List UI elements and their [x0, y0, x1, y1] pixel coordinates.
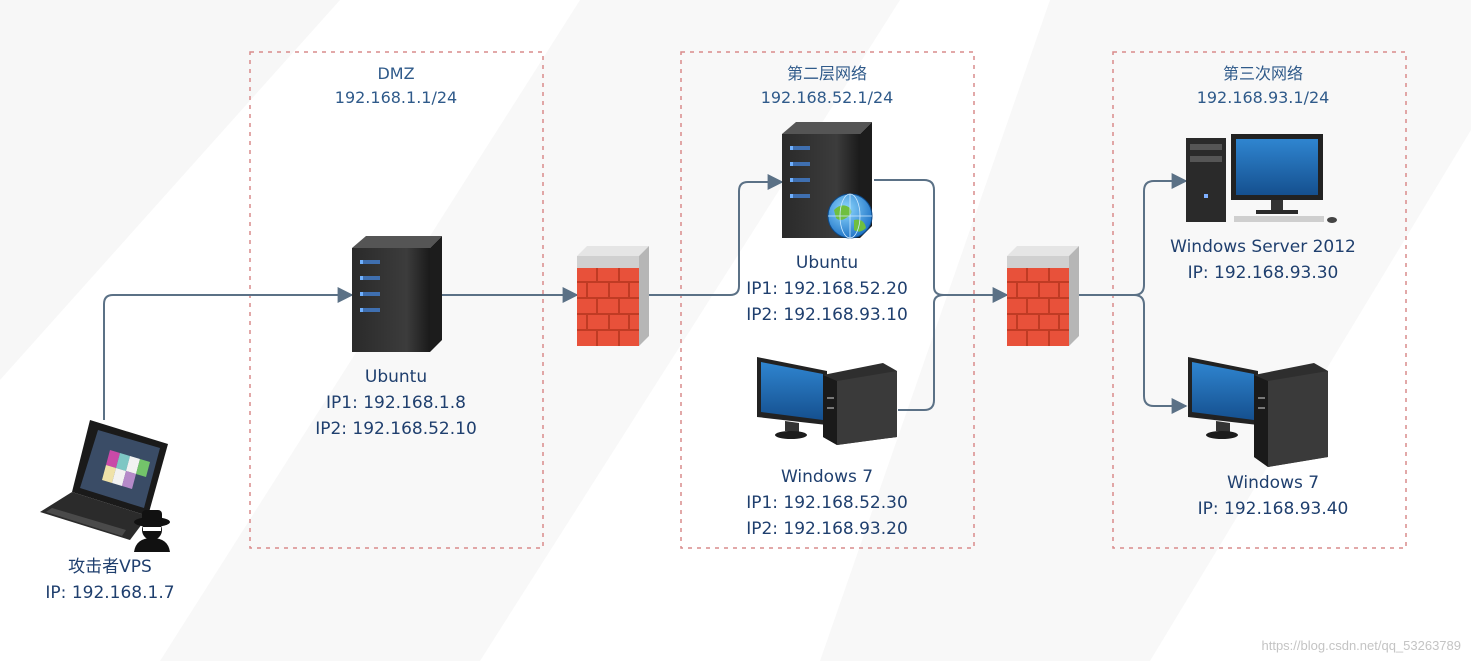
node-name: Ubuntu — [364, 367, 428, 387]
node-ip2: IP2: 192.168.52.10 — [315, 419, 477, 439]
desktop-pc-icon — [757, 357, 897, 445]
node-name: Windows 7 — [780, 467, 874, 487]
node-ip1: IP1: 192.168.52.30 — [746, 493, 908, 513]
node-name: Windows 7 — [1226, 473, 1320, 493]
firewall-icon-1 — [577, 246, 649, 346]
zone-subnet: 192.168.1.1/24 — [334, 88, 458, 107]
zone-layer2-border — [680, 51, 975, 549]
node-name: Windows Server 2012 — [1170, 237, 1356, 257]
web-server-icon — [782, 122, 873, 239]
zone-layer3-border — [1112, 51, 1407, 549]
node-label-attacker: 攻击者VPS IP: 192.168.1.7 — [10, 554, 210, 606]
node-ip1: IP1: 192.168.1.8 — [326, 393, 466, 413]
node-ip2: IP2: 192.168.93.10 — [746, 305, 908, 325]
server-icon — [352, 236, 442, 352]
connections — [103, 173, 1188, 420]
link-fw2-l3split — [1077, 173, 1188, 296]
zone-subnet: 192.168.93.1/24 — [1196, 88, 1330, 107]
zone-label-layer2: 第二层网络 192.168.52.1/24 — [727, 62, 927, 110]
hacker-icon — [134, 510, 170, 552]
node-name: Ubuntu — [795, 253, 859, 273]
link-l2win7-fw2 — [898, 294, 945, 411]
node-ip1: IP: 192.168.93.40 — [1197, 499, 1349, 519]
node-ip1: IP: 192.168.1.7 — [45, 583, 175, 603]
node-ip2: IP2: 192.168.93.20 — [746, 519, 908, 539]
link-fw2-l3win7 — [1133, 294, 1188, 414]
zone-name: DMZ — [377, 64, 415, 83]
link-fw1-l2ubuntu — [647, 174, 784, 296]
zone-name: 第二层网络 — [786, 64, 867, 83]
node-ip1: IP1: 192.168.52.20 — [746, 279, 908, 299]
laptop-hacker-icon — [40, 420, 170, 552]
link-attacker-dmz — [103, 287, 354, 420]
node-label-l2-ubuntu: Ubuntu IP1: 192.168.52.20 IP2: 192.168.9… — [727, 250, 927, 328]
server-pc-icon — [1186, 134, 1337, 223]
screen-color-bars — [102, 450, 150, 489]
node-name: 攻击者VPS — [68, 557, 152, 577]
zone-dmz-border — [249, 51, 544, 549]
firewall-icon-2 — [1007, 246, 1079, 346]
desktop-pc-icon-2 — [1188, 357, 1328, 467]
node-ip1: IP: 192.168.93.30 — [1187, 263, 1339, 283]
zone-name: 第三次网络 — [1222, 64, 1303, 83]
node-label-l3-winserver: Windows Server 2012 IP: 192.168.93.30 — [1153, 234, 1373, 286]
zone-label-layer3: 第三次网络 192.168.93.1/24 — [1163, 62, 1363, 110]
globe-icon — [827, 193, 873, 239]
zone-label-dmz: DMZ 192.168.1.1/24 — [296, 62, 496, 110]
node-label-l3-win7: Windows 7 IP: 192.168.93.40 — [1173, 470, 1373, 522]
watermark: https://blog.csdn.net/qq_53263789 — [1261, 638, 1462, 653]
node-label-dmz-ubuntu: Ubuntu IP1: 192.168.1.8 IP2: 192.168.52.… — [296, 364, 496, 442]
node-label-l2-win7: Windows 7 IP1: 192.168.52.30 IP2: 192.16… — [727, 464, 927, 542]
zone-subnet: 192.168.52.1/24 — [760, 88, 894, 107]
